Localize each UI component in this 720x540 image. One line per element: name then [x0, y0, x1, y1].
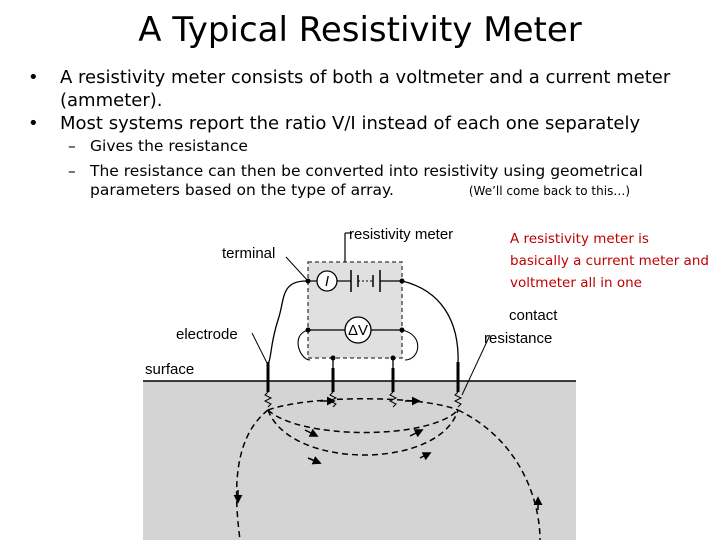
red-callout-note: A resistivity meter is basically a curre… [510, 231, 709, 291]
aside-note: (We’ll come back to this…) [468, 184, 630, 198]
label-contact: contact [509, 307, 558, 324]
contact-zigzag-4 [453, 391, 463, 408]
sub-bullet-item-2: – The resistance can then be converted i… [28, 162, 670, 201]
bullet-item-2: • Most systems report the ratio V/I inst… [28, 112, 708, 135]
slide-title: A Typical Resistivity Meter [138, 10, 582, 50]
current-flow-line-2 [267, 409, 459, 434]
bullet-glyph: • [28, 113, 39, 134]
wire-outer-right [401, 280, 459, 366]
flow-arrow [419, 452, 432, 461]
current-flow-line-1 [267, 398, 459, 411]
flow-arrow [409, 429, 424, 438]
label-terminal: terminal [222, 245, 275, 262]
wire-loop-right [401, 329, 419, 361]
bullet-text-1: A resistivity meter consists of both a v… [60, 67, 671, 111]
sub-bullet-item-1: – Gives the resistance [28, 137, 708, 156]
ground-area [143, 381, 576, 540]
label-resistance: resistance [484, 330, 552, 347]
contact-pointer [461, 334, 491, 396]
voltmeter-symbol: ΔV [348, 322, 368, 339]
electrode-pointer [251, 332, 269, 366]
dash-glyph: – [68, 137, 76, 155]
flow-arrow [307, 456, 322, 465]
current-flow-line-3 [267, 409, 459, 456]
bullet-item-1: • A resistivity meter consists of both a… [28, 66, 708, 112]
bullet-list: • A resistivity meter consists of both a… [28, 66, 708, 201]
contact-zigzag-1 [263, 391, 273, 408]
wire-loop-left [297, 329, 311, 361]
terminal-pointer [285, 256, 309, 282]
label-resistivity-meter: resistivity meter [349, 226, 453, 243]
label-electrode: electrode [176, 326, 238, 343]
dash-glyph: – [68, 162, 76, 180]
sub-bullet-text-2: The resistance can then be converted int… [90, 162, 643, 199]
sub-bullet-text-1: Gives the resistance [90, 137, 248, 155]
wire-outer-left [267, 280, 309, 366]
bullet-glyph: • [28, 67, 39, 88]
bullet-text-2: Most systems report the ratio V/I instea… [60, 113, 641, 134]
ammeter-symbol: I [325, 273, 329, 290]
current-flow-line-5 [457, 409, 541, 540]
flow-arrow [304, 428, 319, 437]
current-flow-line-4 [235, 409, 269, 540]
label-surface: surface [145, 361, 194, 378]
